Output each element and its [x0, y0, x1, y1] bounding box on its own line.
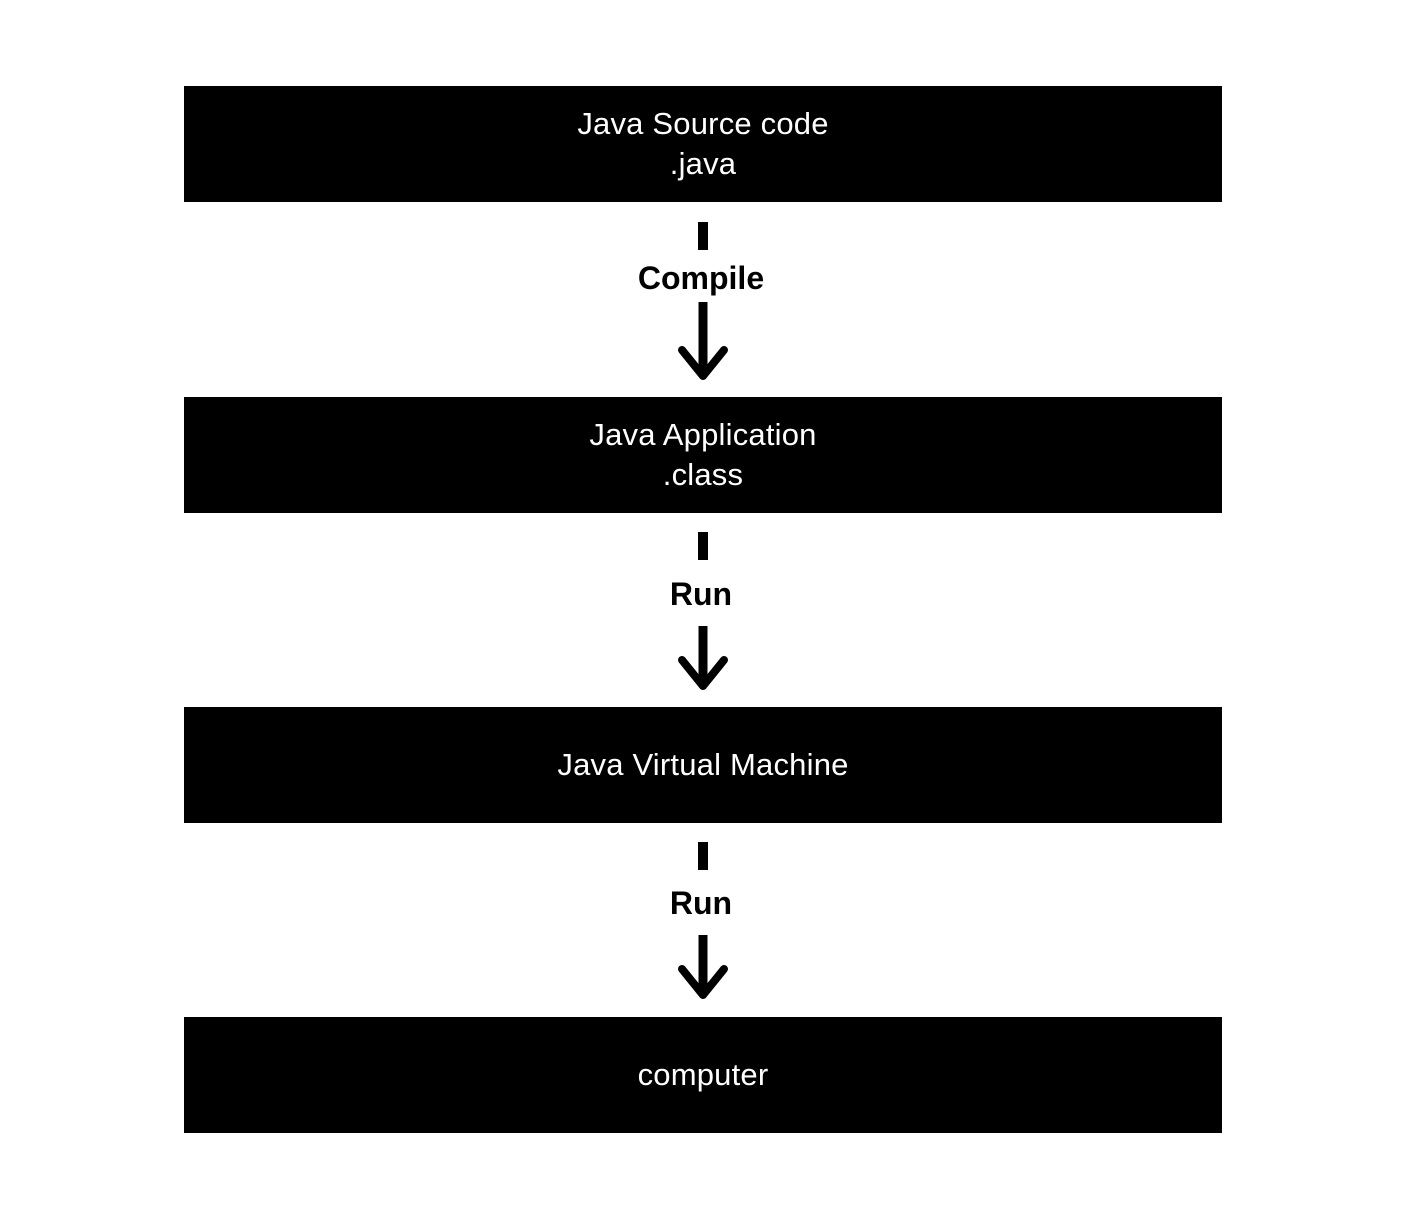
box-title: Java Virtual Machine [557, 747, 849, 782]
box-computer: computer [184, 1017, 1222, 1133]
box-title: computer [637, 1057, 769, 1092]
box-title: Java Application [589, 417, 817, 452]
step-label-compile: Compile [637, 260, 765, 296]
arrow-down-icon [678, 626, 728, 690]
box-extension: .class [662, 457, 744, 492]
connector-dash [698, 842, 708, 870]
step-label-run: Run [669, 576, 733, 612]
box-java-application: Java Application .class [184, 397, 1222, 513]
arrow-down-icon [678, 302, 728, 380]
step-label-run: Run [669, 885, 733, 921]
connector-dash [698, 222, 708, 250]
arrow-down-icon [678, 935, 728, 999]
box-extension: .java [669, 146, 737, 181]
box-java-source-code: Java Source code .java [184, 86, 1222, 202]
box-title: Java Source code [577, 106, 829, 141]
box-java-virtual-machine: Java Virtual Machine [184, 707, 1222, 823]
connector-dash [698, 532, 708, 560]
